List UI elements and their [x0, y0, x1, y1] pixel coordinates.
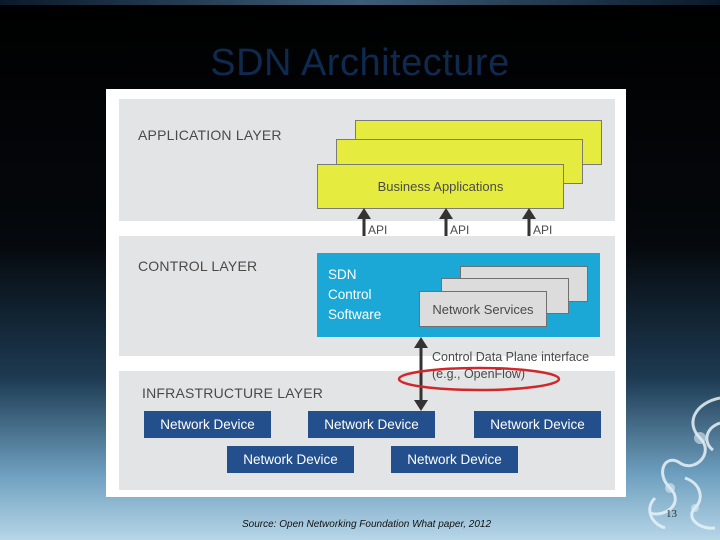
api-label-1: API [368, 223, 388, 237]
application-layer: APPLICATION LAYER Business Applications [119, 99, 615, 221]
network-device-3: Network Device [474, 411, 601, 438]
interface-label-line2: (e.g., OpenFlow) [432, 367, 526, 381]
network-device-1: Network Device [144, 411, 271, 438]
interface-label-line1: Control Data Plane interface [432, 350, 590, 364]
api-label-3: API [533, 223, 553, 237]
network-services-label: Network Services [432, 301, 534, 317]
dragon-ornament [648, 396, 720, 530]
infrastructure-layer-label: INFRASTRUCTURE LAYER [142, 385, 324, 401]
page-number: 13 [666, 508, 677, 520]
slide-title: SDN Architecture [210, 42, 510, 84]
control-layer: CONTROL LAYER SDN Control Software Netwo… [119, 236, 615, 356]
business-applications-card: Business Applications [317, 164, 564, 209]
network-device-4: Network Device [227, 446, 354, 473]
network-services-card: Network Services [419, 291, 547, 327]
sdn-control-software-label: SDN Control Software [328, 267, 382, 322]
api-label-2: API [450, 223, 470, 237]
control-data-plane-arrow [414, 337, 428, 411]
top-rule [0, 0, 720, 5]
control-data-plane-interface-label: Control Data Plane interface (e.g., Open… [432, 349, 589, 383]
control-layer-label: CONTROL LAYER [138, 258, 258, 274]
openflow-highlight-ellipse [397, 366, 561, 392]
application-layer-label: APPLICATION LAYER [138, 127, 282, 143]
network-device-5: Network Device [391, 446, 518, 473]
network-device-2: Network Device [308, 411, 435, 438]
source-citation: Source: Open Networking Foundation What … [242, 519, 492, 530]
infrastructure-layer: INFRASTRUCTURE LAYER Network Device Netw… [119, 371, 615, 490]
sdn-architecture-diagram: APPLICATION LAYER Business Applications … [106, 89, 626, 497]
business-applications-label: Business Applications [377, 179, 504, 194]
